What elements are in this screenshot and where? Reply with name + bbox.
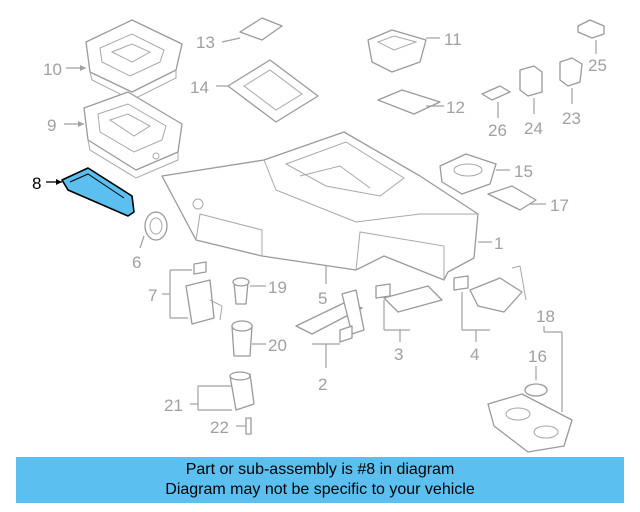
callout-18: 18 xyxy=(536,307,555,326)
callout-19: 19 xyxy=(268,278,287,297)
callout-20: 20 xyxy=(268,336,287,355)
callout-22: 22 xyxy=(210,418,229,437)
callout-17: 17 xyxy=(550,196,569,215)
callout-6: 6 xyxy=(132,253,141,272)
callout-4: 4 xyxy=(470,345,479,364)
callout-14: 14 xyxy=(190,78,209,97)
callout-23: 23 xyxy=(562,109,581,128)
callout-25: 25 xyxy=(588,56,607,75)
part-2-drawing xyxy=(295,289,365,343)
part-11-drawing xyxy=(367,29,427,73)
part-19-drawing xyxy=(232,277,250,305)
callout-16: 16 xyxy=(528,347,547,366)
banner-line-2: Diagram may not be specific to your vehi… xyxy=(165,481,475,498)
callout-10: 10 xyxy=(43,60,62,79)
part-6-drawing xyxy=(144,211,168,241)
part-25-drawing xyxy=(577,19,605,39)
callout-21: 21 xyxy=(164,396,183,415)
callout-3: 3 xyxy=(394,345,403,364)
part-7-drawing xyxy=(185,261,223,325)
info-banner: Part or sub-assembly is #8 in diagram Di… xyxy=(16,457,624,503)
callout-8: 8 xyxy=(32,174,41,193)
part-10-drawing xyxy=(85,19,183,101)
part-20-drawing xyxy=(231,320,253,357)
part-4-drawing xyxy=(453,265,527,313)
callout-12: 12 xyxy=(446,98,465,117)
callout-11: 11 xyxy=(444,30,462,49)
part-14-drawing xyxy=(227,59,319,123)
part-23-drawing xyxy=(559,57,583,87)
part-21-drawing xyxy=(229,371,255,411)
part-1-drawing xyxy=(161,131,479,281)
part-9-drawing xyxy=(83,91,183,179)
parts-diagram: 10 9 8 13 14 11 12 xyxy=(32,17,607,453)
part-12-drawing xyxy=(377,89,441,115)
callout-13: 13 xyxy=(196,33,215,52)
part-17-drawing xyxy=(487,185,537,211)
callout-15: 15 xyxy=(514,162,533,181)
part-3-drawing xyxy=(375,283,443,313)
banner-line-1: Part or sub-assembly is #8 in diagram xyxy=(185,461,455,478)
part-13-drawing xyxy=(239,17,283,41)
callout-5: 5 xyxy=(318,289,327,308)
callout-24: 24 xyxy=(524,119,543,138)
callout-1: 1 xyxy=(494,234,503,253)
callout-2: 2 xyxy=(318,375,327,394)
part-24-drawing xyxy=(519,65,543,97)
callout-7: 7 xyxy=(148,286,157,305)
callout-26: 26 xyxy=(488,121,507,140)
part-15-drawing xyxy=(439,153,497,195)
part-22-drawing xyxy=(245,417,252,435)
part-8-highlighted xyxy=(61,167,135,217)
part-18-drawing xyxy=(487,393,573,453)
callout-9: 9 xyxy=(47,116,56,135)
part-26-drawing xyxy=(481,85,511,101)
part-16-drawing xyxy=(524,383,548,397)
